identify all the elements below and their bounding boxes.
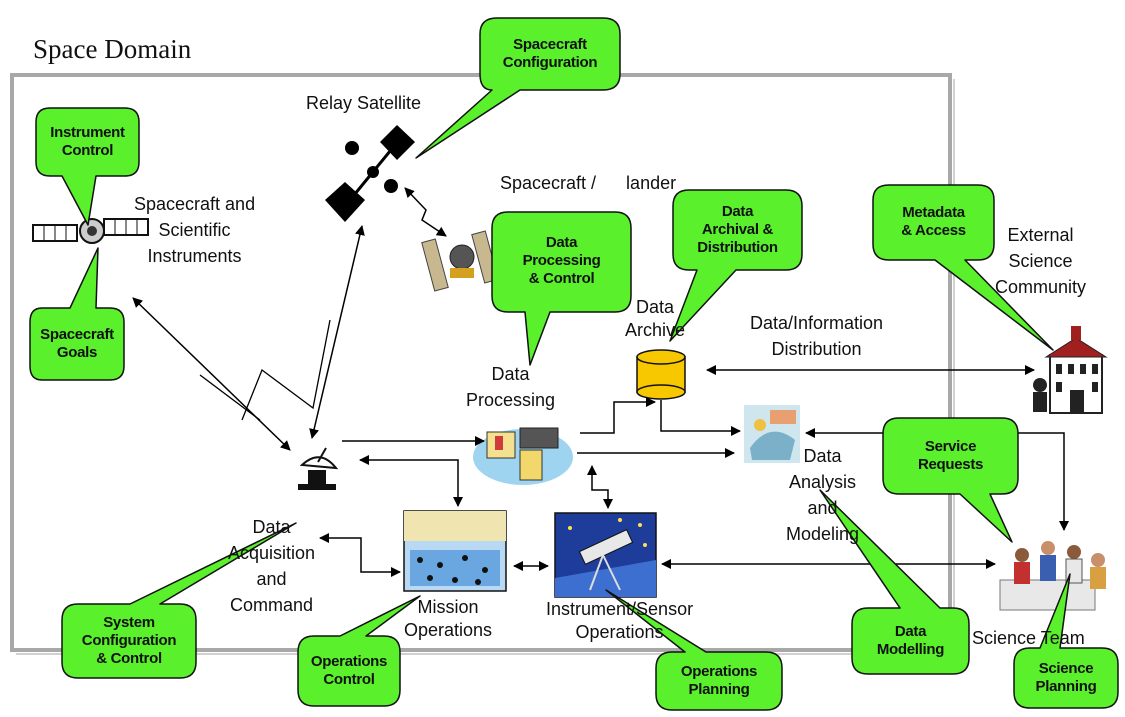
callout-metadata-access-shape	[872, 184, 1054, 351]
science-team-icon	[999, 541, 1106, 611]
callout-operations-planning-shape	[605, 589, 783, 711]
label-relay-satellite: Relay Satellite	[306, 93, 422, 113]
data-analysis-icon	[744, 405, 800, 463]
callout-metadata-access: Metadata& Access	[901, 204, 966, 239]
spacecraft-icon	[32, 218, 149, 244]
callout-spacecraft-configuration-shape	[415, 17, 621, 159]
antenna-icon	[298, 447, 339, 490]
data-processing-icon	[473, 427, 573, 485]
connection-arrows	[132, 187, 1069, 577]
label-spacecraft-lander: Spacecraft / lander	[500, 173, 677, 193]
callout-data-modelling-shape	[819, 489, 970, 675]
callout-service-requests-shape	[882, 417, 1019, 543]
callout-data-processing-control-shape	[491, 211, 632, 366]
label-science-team: Science Team	[972, 628, 1085, 648]
callout-spacecraft-goals-shape	[29, 247, 125, 381]
lander-icon	[421, 230, 499, 292]
callout-system-configuration-control-shape	[61, 522, 297, 679]
callout-science-planning-shape	[1013, 573, 1119, 709]
diagram-title: Space Domain	[33, 34, 192, 64]
archive-cylinder-icon	[636, 349, 686, 400]
building-icon	[1033, 326, 1108, 414]
callout-operations-control-shape	[297, 595, 421, 707]
mission-operations-icon	[403, 510, 507, 592]
telescope-icon	[554, 512, 657, 598]
callout-instrument-control-shape	[35, 107, 140, 226]
relay-satellite-icon	[325, 125, 415, 222]
callout-data-archival-distribution-shape	[669, 189, 803, 342]
callout-shapes	[29, 17, 1119, 711]
